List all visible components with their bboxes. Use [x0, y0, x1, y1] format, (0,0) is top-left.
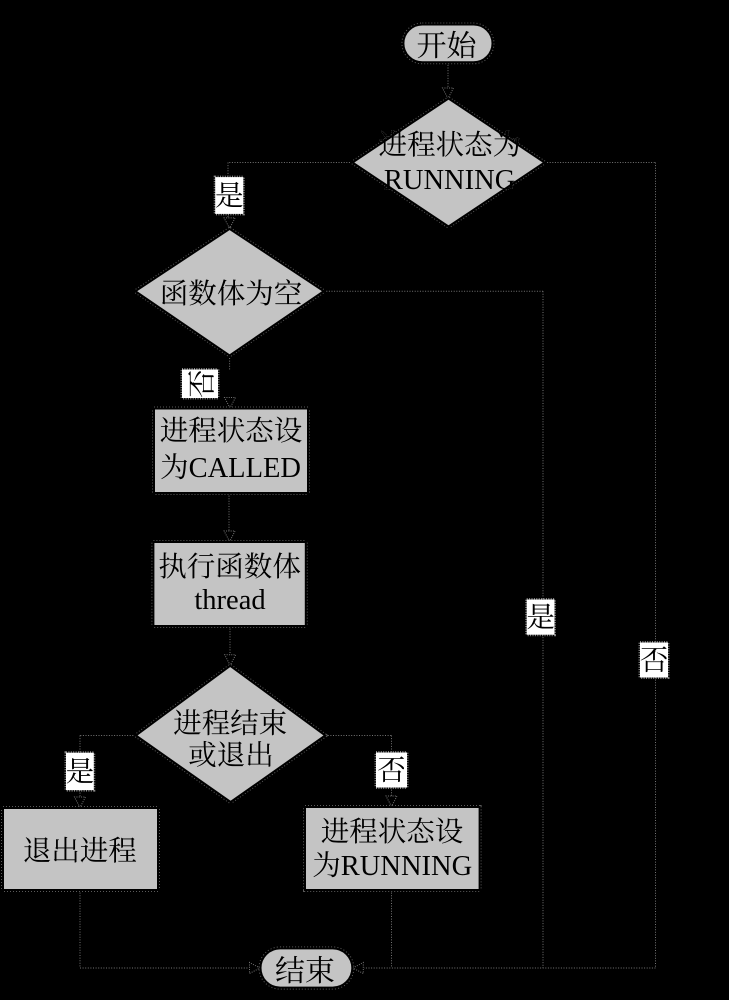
- svg-text:RUNNING: RUNNING: [384, 165, 515, 196]
- svg-text:RUNNING: RUNNING: [341, 851, 472, 882]
- svg-text:thread: thread: [194, 585, 265, 616]
- svg-text:CALLED: CALLED: [189, 453, 301, 484]
